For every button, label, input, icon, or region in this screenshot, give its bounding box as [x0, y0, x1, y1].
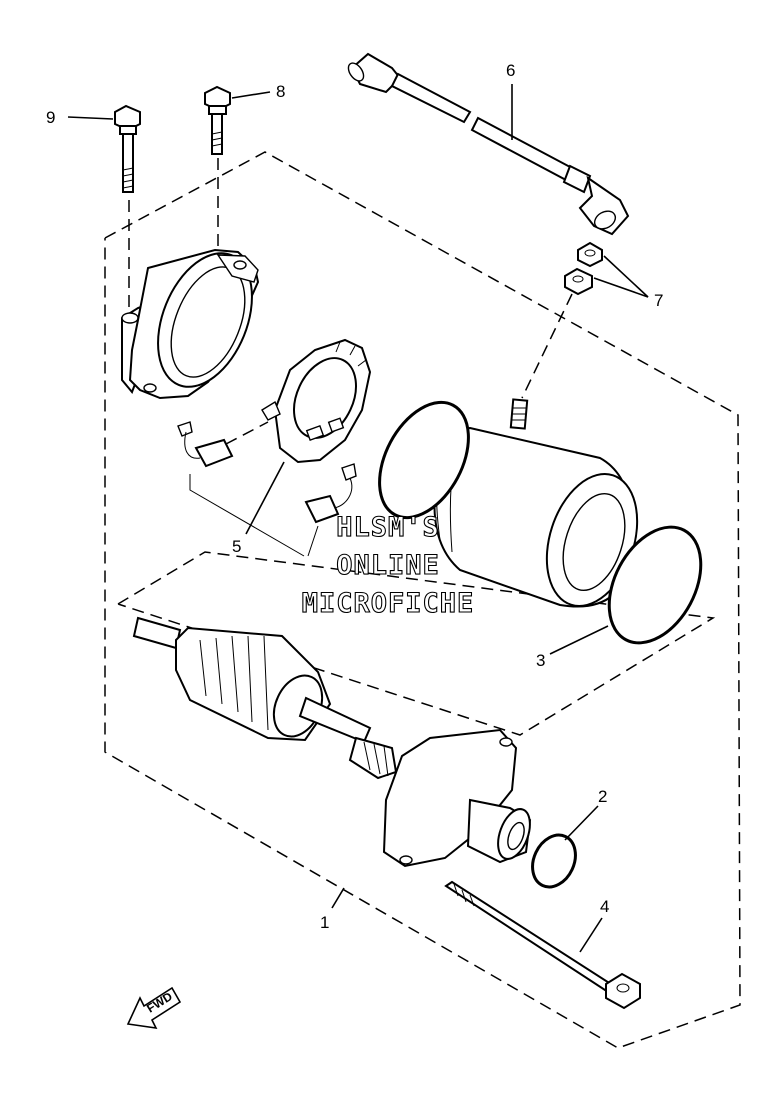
rear-cover [121, 248, 260, 400]
bolt-short [204, 85, 231, 155]
leader-8 [231, 91, 271, 99]
callout-5: 5 [232, 537, 241, 556]
fwd-arrow-icon: FWD [126, 986, 182, 1030]
through-bolt [444, 880, 641, 1010]
leader-2 [564, 805, 599, 841]
bolt-long [114, 104, 141, 193]
leader-3 [549, 625, 609, 655]
armature [132, 616, 398, 780]
brush-upper [177, 421, 234, 468]
yoke [433, 398, 639, 608]
o-ring-small [531, 833, 577, 889]
leader-wire-yoke [521, 293, 573, 399]
lead-wire [347, 52, 630, 236]
brush-lower [304, 463, 357, 524]
leader-7 [593, 255, 649, 298]
leader-9 [67, 116, 114, 120]
callout-8: 8 [276, 82, 285, 101]
watermark-line-2: ONLINE [336, 550, 440, 581]
callout-1: 1 [320, 913, 329, 932]
leader-4 [579, 917, 603, 953]
callout-7: 7 [654, 291, 663, 310]
assembly-boundary [104, 151, 741, 1049]
watermark-line-3: MICROFICHE [302, 588, 475, 619]
callout-2: 2 [598, 787, 607, 806]
o-ring-right [607, 525, 703, 645]
callout-6: 6 [506, 61, 515, 80]
callout-9: 9 [46, 108, 55, 127]
sub-group-boundary [117, 551, 716, 736]
front-cover [382, 728, 532, 868]
brush-plate [261, 338, 372, 464]
watermark-line-1: HLSM'S [336, 512, 440, 543]
nut-lower [564, 267, 593, 296]
o-ring-left [378, 400, 470, 520]
leader-5 [245, 461, 285, 535]
nut-upper [577, 241, 603, 268]
callout-3: 3 [536, 651, 545, 670]
callout-4: 4 [600, 897, 609, 916]
leader-1 [331, 887, 345, 909]
